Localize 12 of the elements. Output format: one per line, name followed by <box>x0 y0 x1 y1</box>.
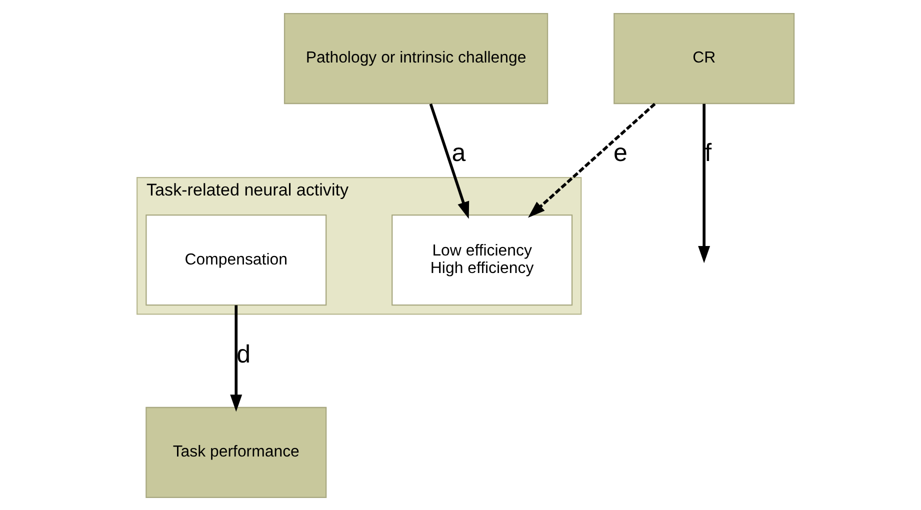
edge-label: e <box>612 138 627 167</box>
node-box: Task performance <box>145 406 326 498</box>
edge-label: f <box>704 138 712 167</box>
arrow <box>428 102 469 218</box>
node-box: Pathology or intrinsic challenge <box>283 12 548 104</box>
edge-label: d <box>236 340 250 368</box>
node-box: CR <box>613 12 794 104</box>
node-box: Low efficiency High efficiency <box>391 214 572 306</box>
arrow <box>528 102 656 218</box>
arrow <box>230 304 242 412</box>
edge-label: a <box>451 138 466 167</box>
node-box: Compensation <box>145 214 326 306</box>
